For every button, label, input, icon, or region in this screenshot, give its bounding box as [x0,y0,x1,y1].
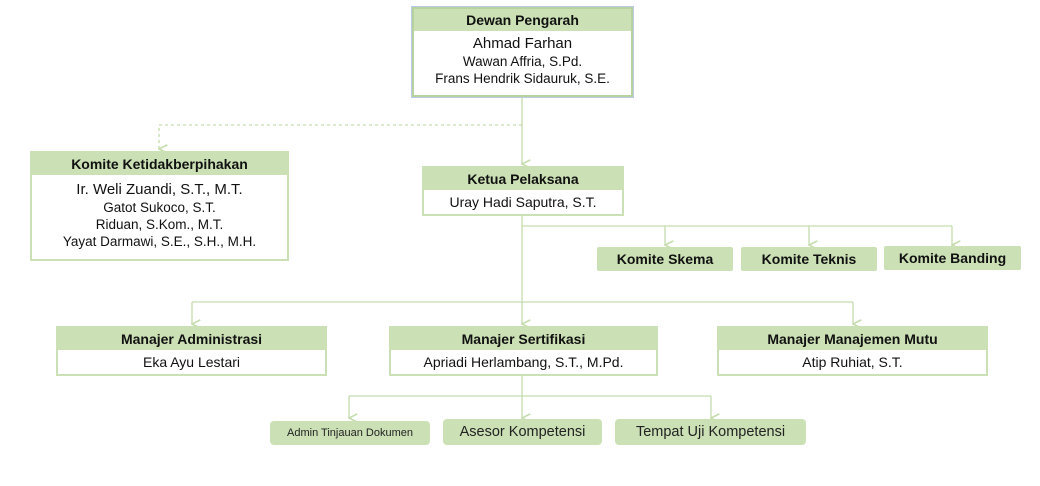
dewan-pengarah-member: Ahmad Farhan [472,35,573,52]
komite-ketidakberpihakan-member: Ir. Weli Zuandi, S.T., M.T. [76,181,243,198]
ketua-pelaksana-box: Ketua Pelaksana Uray Hadi Saputra, S.T. [422,166,624,216]
tempat-uji-kompetensi: Tempat Uji Kompetensi [615,419,806,445]
manajer-mutu-title: Manajer Manajemen Mutu [719,328,986,350]
manajer-sertifikasi-box: Manajer Sertifikasi Apriadi Herlambang, … [389,326,658,376]
komite-banding: Komite Banding [884,246,1021,270]
connector-dewan-komite-ketidakberpihakan [159,124,522,149]
dewan-pengarah-box: Dewan Pengarah Ahmad Farhan Wawan Affria… [412,7,633,97]
admin-tinjauan-dokumen: Admin Tinjauan Dokumen [270,421,430,445]
komite-teknis: Komite Teknis [741,247,877,271]
dewan-pengarah-member: Wawan Affria, S.Pd. [462,54,583,69]
komite-skema: Komite Skema [597,247,733,271]
manajer-sertifikasi-member: Apriadi Herlambang, S.T., M.Pd. [423,354,624,370]
komite-ketidakberpihakan-title: Komite Ketidakberpihakan [32,153,287,175]
komite-ketidakberpihakan-member: Riduan, S.Kom., M.T. [95,217,224,232]
manajer-administrasi-title: Manajer Administrasi [58,328,325,350]
komite-ketidakberpihakan-box: Komite Ketidakberpihakan Ir. Weli Zuandi… [30,151,289,261]
asesor-kompetensi: Asesor Kompetensi [443,419,602,445]
manajer-administrasi-box: Manajer Administrasi Eka Ayu Lestari [56,326,327,376]
manajer-sertifikasi-title: Manajer Sertifikasi [391,328,656,350]
ketua-pelaksana-member: Uray Hadi Saputra, S.T. [449,194,597,210]
dewan-pengarah-member: Frans Hendrik Sidauruk, S.E. [435,71,610,86]
manajer-mutu-box: Manajer Manajemen Mutu Atip Ruhiat, S.T. [717,326,988,376]
ketua-pelaksana-title: Ketua Pelaksana [424,168,622,190]
manajer-administrasi-member: Eka Ayu Lestari [142,354,241,370]
komite-ketidakberpihakan-member: Yayat Darmawi, S.E., S.H., M.H. [62,234,257,249]
manajer-mutu-member: Atip Ruhiat, S.T. [802,354,903,370]
komite-ketidakberpihakan-member: Gatot Sukoco, S.T. [103,200,216,215]
dewan-pengarah-title: Dewan Pengarah [414,9,631,31]
